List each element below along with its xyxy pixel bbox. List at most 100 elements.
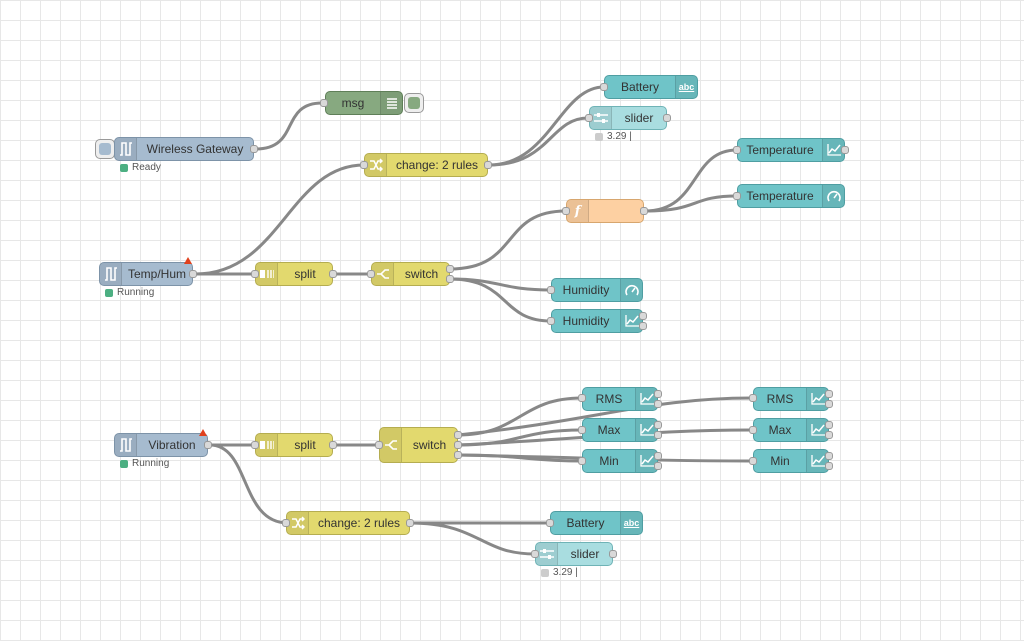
input-port[interactable] [367, 270, 375, 278]
input-port[interactable] [749, 457, 757, 465]
output-port[interactable] [639, 322, 647, 330]
output-port[interactable] [406, 519, 414, 527]
input-port[interactable] [360, 161, 368, 169]
ui-chart-node-rms[interactable]: RMS [753, 387, 829, 411]
switch-node-bottom[interactable]: switch [379, 427, 458, 463]
debug-node-msg[interactable]: msg [325, 91, 403, 115]
change-node-top[interactable]: change: 2 rules [364, 153, 488, 177]
input-port[interactable] [733, 192, 741, 200]
output-port[interactable] [654, 421, 662, 429]
warning-icon [199, 429, 207, 436]
ui-chart-node-rms[interactable]: RMS [582, 387, 658, 411]
output-port[interactable] [825, 400, 833, 408]
ui-text-node-battery[interactable]: Battery abc [604, 75, 698, 99]
output-port[interactable] [484, 161, 492, 169]
abc-icon: abc [675, 76, 697, 98]
node-label: Min [770, 454, 790, 468]
node-label: split [294, 267, 316, 281]
inject-node-temp-hum[interactable]: Temp/Hum [99, 262, 193, 286]
input-port[interactable] [375, 441, 383, 449]
input-port[interactable] [251, 441, 259, 449]
output-port[interactable] [250, 145, 258, 153]
abc-icon: abc [620, 512, 642, 534]
output-port[interactable] [663, 114, 671, 122]
slider-icon [590, 107, 612, 129]
status-badge: Ready [120, 162, 161, 173]
output-port[interactable] [609, 550, 617, 558]
output-port[interactable] [654, 452, 662, 460]
wire-function-tempchart [644, 148, 738, 213]
ui-gauge-node-temperature[interactable]: Temperature [737, 184, 845, 208]
output-port[interactable] [329, 441, 337, 449]
ui-slider-node-top[interactable]: slider [589, 106, 667, 130]
output-port[interactable] [446, 265, 454, 273]
input-port[interactable] [531, 550, 539, 558]
ui-chart-node-min[interactable]: Min [582, 449, 658, 473]
output-port[interactable] [654, 400, 662, 408]
output-port[interactable] [825, 421, 833, 429]
switch-node-top[interactable]: switch [371, 262, 450, 286]
ui-slider-node-bottom[interactable]: slider [535, 542, 613, 566]
output-port[interactable] [640, 207, 648, 215]
output-port[interactable] [654, 462, 662, 470]
output-port[interactable] [825, 390, 833, 398]
node-label: switch [404, 267, 439, 281]
output-port[interactable] [825, 462, 833, 470]
input-port[interactable] [578, 394, 586, 402]
input-port[interactable] [547, 286, 555, 294]
output-port[interactable] [329, 270, 337, 278]
ui-text-node-battery[interactable]: Battery abc [550, 511, 643, 535]
output-port[interactable] [454, 451, 462, 459]
output-port[interactable] [446, 275, 454, 283]
pulse-icon [100, 263, 122, 285]
output-port[interactable] [454, 441, 462, 449]
output-port[interactable] [204, 441, 212, 449]
inject-button[interactable] [95, 139, 115, 159]
ui-gauge-node-humidity[interactable]: Humidity [551, 278, 643, 302]
input-port[interactable] [546, 519, 554, 527]
ui-chart-node-max[interactable]: Max [753, 418, 829, 442]
input-port[interactable] [282, 519, 290, 527]
split-node-bottom[interactable]: split [255, 433, 333, 457]
output-port[interactable] [639, 312, 647, 320]
output-port[interactable] [189, 270, 197, 278]
input-port[interactable] [578, 426, 586, 434]
function-node[interactable]: f [566, 199, 644, 223]
wire-change-battery [488, 85, 605, 167]
input-port[interactable] [585, 114, 593, 122]
output-port[interactable] [825, 431, 833, 439]
output-port[interactable] [825, 452, 833, 460]
input-port[interactable] [547, 317, 555, 325]
input-port[interactable] [320, 99, 328, 107]
output-port[interactable] [841, 146, 849, 154]
ui-chart-node-temperature[interactable]: Temperature [737, 138, 845, 162]
ui-chart-node-humidity[interactable]: Humidity [551, 309, 643, 333]
output-port[interactable] [654, 390, 662, 398]
inject-node-vibration[interactable]: Vibration [114, 433, 208, 457]
chart-icon [635, 419, 657, 441]
input-port[interactable] [749, 426, 757, 434]
wire-gateway-msg [255, 101, 323, 151]
split-node-top[interactable]: split [255, 262, 333, 286]
debug-toggle-button[interactable] [404, 93, 424, 113]
output-port[interactable] [454, 431, 462, 439]
chart-icon [620, 310, 642, 332]
function-icon: f [567, 200, 589, 222]
change-node-bottom[interactable]: change: 2 rules [286, 511, 410, 535]
ui-chart-node-min[interactable]: Min [753, 449, 829, 473]
output-port[interactable] [654, 431, 662, 439]
input-port[interactable] [562, 207, 570, 215]
input-port[interactable] [600, 83, 608, 91]
inject-node-wireless-gateway[interactable]: Wireless Gateway [114, 137, 254, 161]
input-port[interactable] [251, 270, 259, 278]
node-label: Battery [566, 516, 605, 530]
node-label: RMS [766, 392, 794, 406]
chart-icon [635, 388, 657, 410]
input-port[interactable] [733, 146, 741, 154]
node-label: RMS [595, 392, 623, 406]
input-port[interactable] [749, 394, 757, 402]
node-label: Temperature [746, 189, 814, 203]
input-port[interactable] [578, 457, 586, 465]
ui-chart-node-max[interactable]: Max [582, 418, 658, 442]
status-badge: Running [105, 287, 154, 298]
